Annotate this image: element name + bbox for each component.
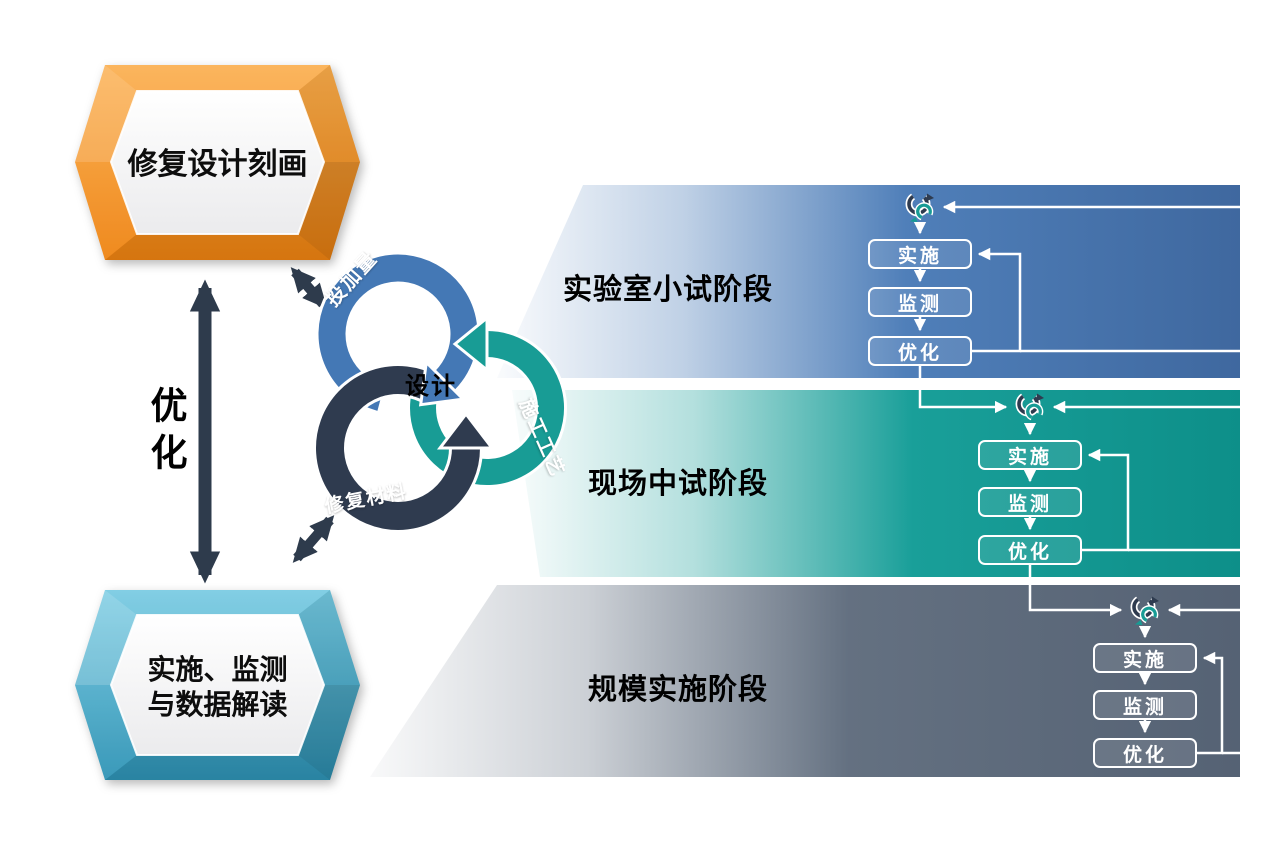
cycle-arc-process — [410, 331, 564, 485]
cycle-arrowhead-dosage — [418, 359, 467, 407]
bottom-hexagon-label-line2: 与数据解读 — [147, 688, 288, 721]
step-box-optimize: 优化 — [978, 535, 1082, 565]
step-box-implement: 实施 — [1093, 643, 1197, 673]
optimize-label: 优化 — [144, 386, 187, 480]
flow-connectors — [913, 200, 1254, 755]
bottom-hexagon-label: 实施、监测 与数据解读 — [111, 652, 324, 722]
stage-band-fullscale — [370, 585, 1240, 777]
step-box-optimize: 优化 — [868, 336, 972, 366]
stage-label-pilot: 现场中试阶段 — [588, 466, 769, 500]
cycle-center-label: 设计 — [405, 372, 457, 400]
cycle-arc-dosage — [318, 254, 478, 411]
top-hexagon-label: 修复设计刻画 — [127, 147, 308, 182]
link-arrow-top — [290, 267, 328, 309]
step-box-implement: 实施 — [978, 440, 1082, 470]
cycle-loop-icon — [903, 190, 937, 224]
step-box-monitor: 监测 — [868, 287, 972, 317]
cycle-loop-icon — [1013, 390, 1047, 424]
cycle-arc-material — [316, 366, 480, 530]
stage-label-lab: 实验室小试阶段 — [563, 272, 774, 306]
top-hexagon — [75, 65, 360, 260]
cycle-arrowhead-material — [436, 411, 496, 450]
step-box-implement: 实施 — [868, 239, 972, 269]
bottom-hexagon — [75, 590, 360, 780]
step-box-monitor: 监测 — [978, 487, 1082, 517]
step-box-monitor: 监测 — [1093, 690, 1197, 720]
stage-band-lab — [497, 185, 1240, 378]
stage-label-fullscale: 规模实施阶段 — [588, 672, 769, 706]
step-box-optimize: 优化 — [1093, 738, 1197, 768]
link-arrow-bottom — [292, 515, 335, 563]
stage-band-pilot — [512, 390, 1240, 577]
bottom-hexagon-label-line1: 实施、监测 — [147, 653, 288, 686]
design-cycle — [313, 251, 567, 533]
cycle-loop-icon — [1128, 593, 1162, 627]
cycle-arrowhead-process — [452, 314, 489, 374]
